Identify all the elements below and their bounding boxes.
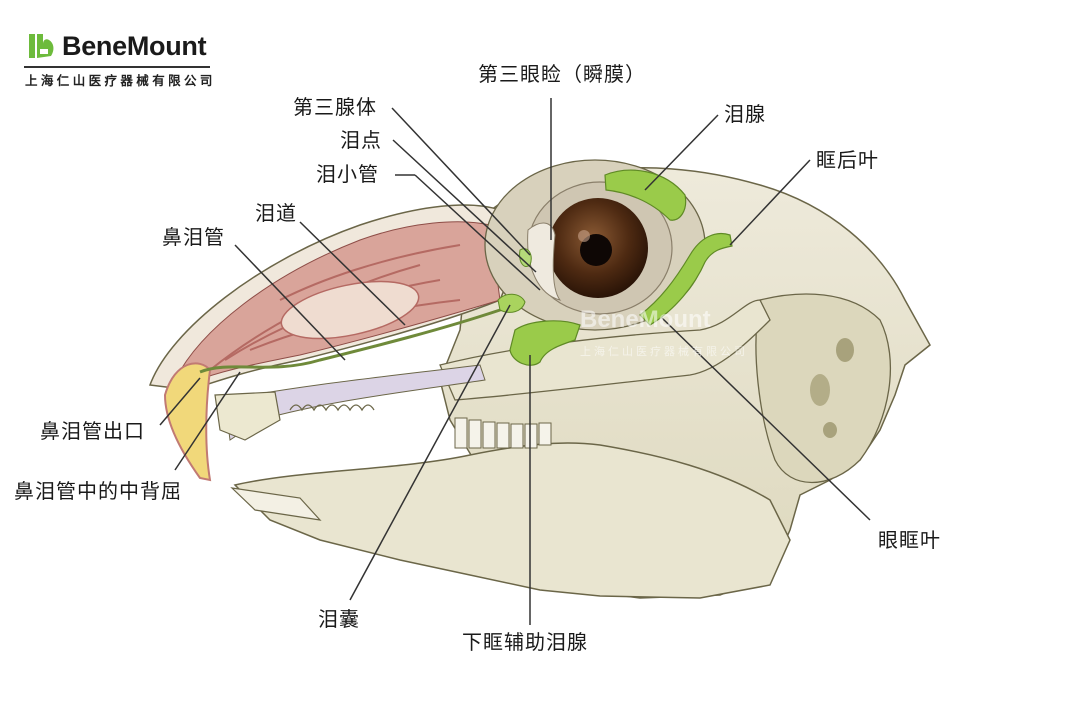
brand-logo: BeneMount 上海仁山医疗器械有限公司 xyxy=(24,28,214,88)
upper-incisor xyxy=(163,362,212,482)
premaxilla xyxy=(214,391,281,441)
retro-orbital-lobe-shape xyxy=(639,233,733,326)
label-nasolacrimal-dorsal-flexure: 鼻泪管中的中背屈 xyxy=(14,479,182,503)
infraorbital-gland-shape xyxy=(509,320,581,366)
label-nasolacrimal-duct: 鼻泪管 xyxy=(162,225,225,249)
mandible xyxy=(233,442,791,599)
watermark-subtitle: 上海仁山医疗器械有限公司 xyxy=(580,345,748,358)
label-retro-orbital-lobe: 眶后叶 xyxy=(816,148,879,172)
palate-ridges xyxy=(289,404,375,412)
label-infraorbital-accessory-gland: 下眶辅助泪腺 xyxy=(462,630,588,654)
brand-subtitle: 上海仁山医疗器械有限公司 xyxy=(25,73,216,88)
leader-lines xyxy=(159,98,871,625)
third-eyelid-shape xyxy=(527,222,562,301)
label-nasolacrimal-opening: 鼻泪管出口 xyxy=(40,419,145,443)
label-lacrimal-punctum: 泪点 xyxy=(340,128,382,152)
label-lacrimal-canaliculus: 泪小管 xyxy=(316,162,379,186)
label-lacrimal-duct: 泪道 xyxy=(255,201,297,225)
label-orbital-lobe: 眼眶叶 xyxy=(878,528,941,552)
label-lacrimal-sac: 泪囊 xyxy=(318,607,360,631)
zygomatic-arch xyxy=(439,299,771,401)
watermark-name: BeneMount xyxy=(580,306,711,333)
label-lacrimal-gland: 泪腺 xyxy=(724,102,766,126)
brand-mark-icon xyxy=(29,34,54,58)
label-third-eyelid: 第三眼睑（瞬膜） xyxy=(478,62,646,86)
brand-divider xyxy=(24,66,210,68)
lacrimal-gland-shape xyxy=(604,169,687,221)
eye-pupil xyxy=(580,234,612,266)
label-third-gland: 第三腺体 xyxy=(293,95,377,119)
lower-incisor xyxy=(230,487,322,521)
brand-name: BeneMount xyxy=(62,31,207,61)
hard-palate xyxy=(224,364,486,441)
molars xyxy=(454,417,552,449)
